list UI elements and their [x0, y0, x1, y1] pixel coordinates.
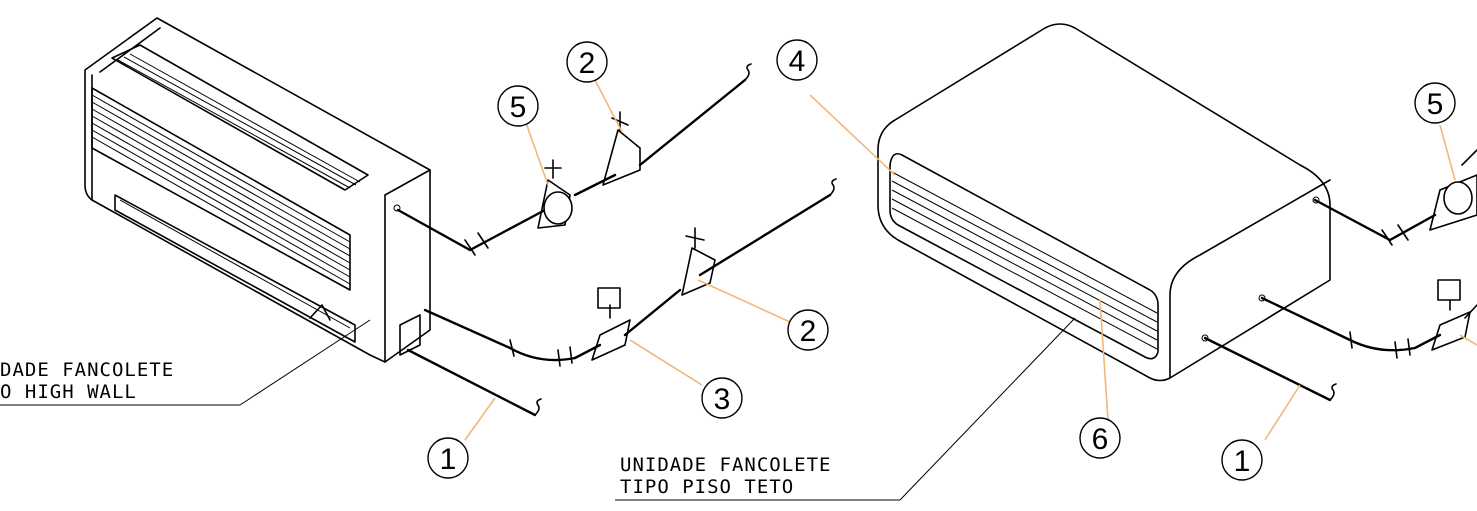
callout-pt-grille: 4: [776, 39, 818, 81]
svg-text:1: 1: [440, 443, 457, 476]
label-piso-teto-line1: UNIDADE FANCOLETE: [620, 454, 831, 476]
hw-ball-valve-lower: [681, 227, 716, 296]
piso-teto-grille-lines: [891, 171, 1158, 350]
piso-teto-piping: [1201, 149, 1477, 402]
hw-y-filter: [537, 159, 573, 229]
svg-text:2: 2: [579, 47, 596, 80]
high-wall-grille-lines: [91, 94, 351, 285]
svg-text:4: 4: [789, 45, 806, 78]
high-wall-piping: [396, 63, 837, 417]
callout-hw-filter: 5: [497, 85, 539, 127]
svg-text:5: 5: [1427, 88, 1444, 121]
pt-y-filter: [1429, 149, 1477, 231]
svg-text:2: 2: [800, 315, 817, 348]
svg-text:5: 5: [510, 91, 527, 124]
svg-text:6: 6: [1092, 423, 1109, 456]
label-high-wall-line1: DADE FANCOLETE: [0, 359, 174, 381]
svg-text:3: 3: [714, 383, 731, 416]
callout-hw-valve-upper: 2: [566, 41, 608, 83]
callout-pt-pipe: 1: [1221, 439, 1263, 481]
hw-ball-valve-upper: [602, 111, 641, 186]
hw-solenoid-valve: [591, 287, 631, 361]
svg-text:1: 1: [1234, 445, 1251, 478]
callout-hw-valve-lower: 2: [787, 309, 829, 351]
callout-hw-solenoid: 3: [701, 377, 743, 419]
piso-teto-unit: [877, 23, 1331, 382]
callout-hw-pipe: 1: [427, 437, 469, 479]
callout-pt-filter: 5: [1414, 82, 1456, 124]
label-high-wall-line2: O HIGH WALL: [0, 381, 137, 403]
high-wall-unit: [84, 17, 431, 363]
label-piso-teto-line2: TIPO PISO TETO: [620, 476, 794, 498]
pt-solenoid-valve: [1431, 279, 1477, 351]
callout-pt-drain: 6: [1079, 417, 1121, 459]
